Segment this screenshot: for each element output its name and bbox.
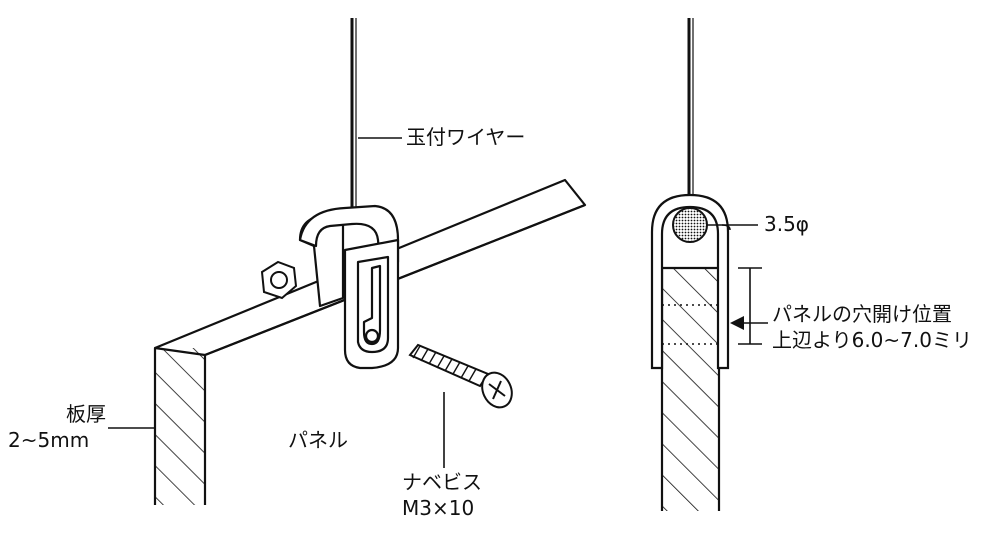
wire-ball [672, 207, 708, 243]
panel-section [660, 266, 721, 511]
screw-label: ナベビス [402, 470, 482, 494]
thickness-label: 板厚 [66, 402, 106, 426]
panel-label: パネル [288, 428, 348, 452]
hole-position-dimension [730, 267, 768, 345]
hole-position-label: パネルの穴開け位置 [772, 302, 952, 326]
clip-hanger [298, 204, 400, 370]
hex-nut [260, 260, 298, 300]
screw-size: M3×10 [402, 496, 475, 520]
pan-head-screw [408, 343, 513, 409]
wire-right [687, 18, 694, 200]
thickness-value: 2~5mm [8, 428, 90, 452]
wire-left [350, 18, 357, 215]
hole-position-value: 上辺より6.0~7.0ミリ [772, 328, 972, 352]
clip-section [650, 193, 730, 370]
wire-label: 玉付ワイヤー [406, 125, 526, 149]
diameter-label: 3.5φ [764, 212, 809, 236]
